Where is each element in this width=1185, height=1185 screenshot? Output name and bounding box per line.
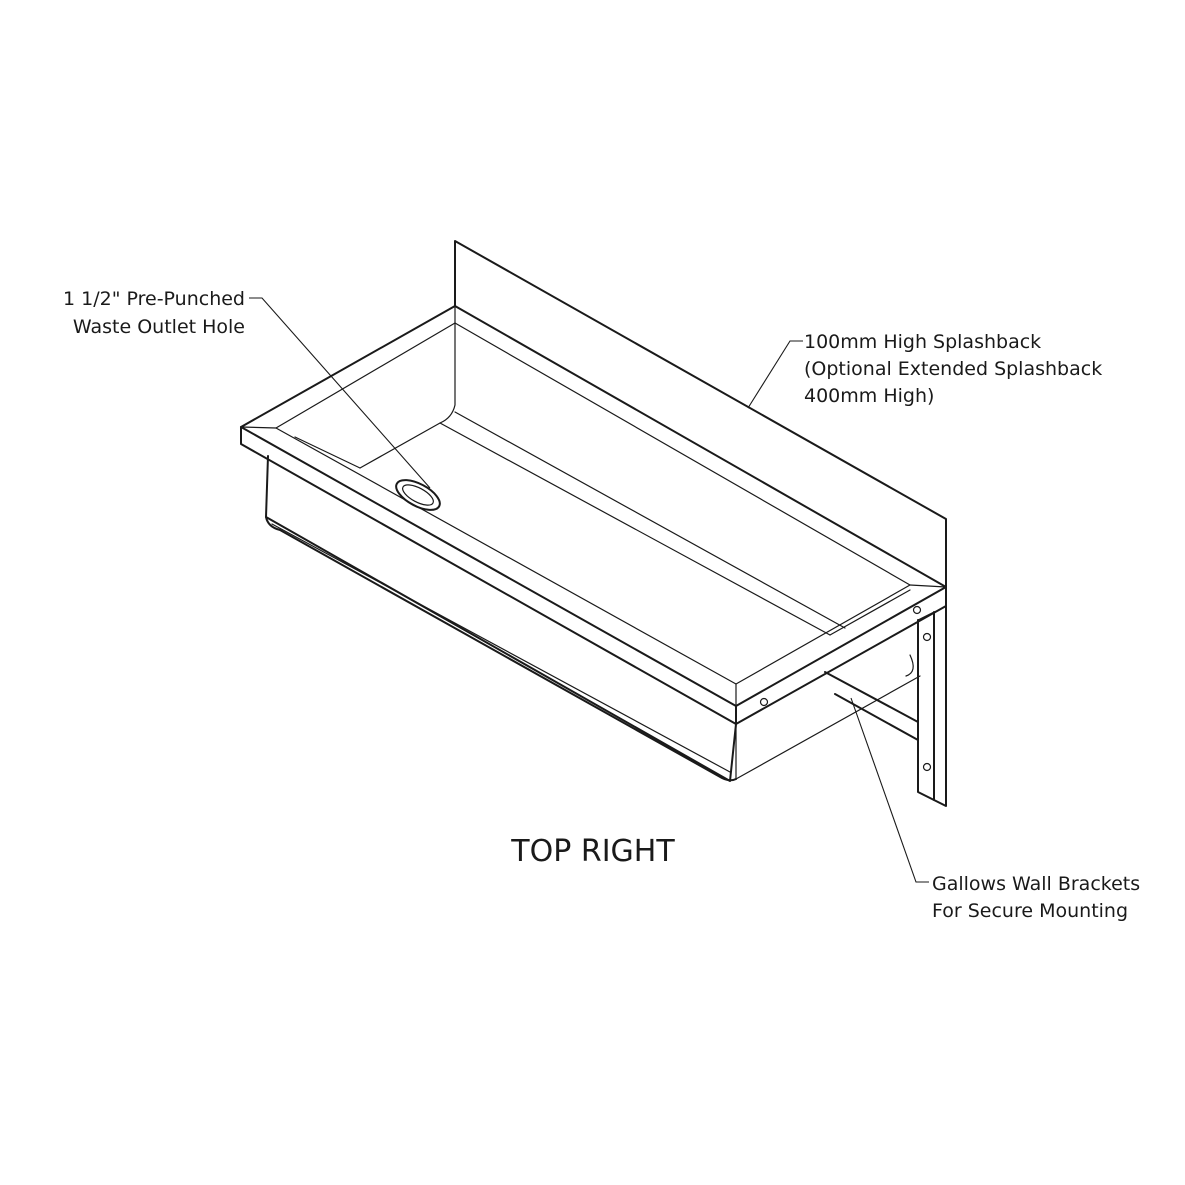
brackets-label-line1: Gallows Wall Brackets bbox=[932, 873, 1140, 895]
waste-outlet-label-line1: 1 1/2" Pre-Punched bbox=[63, 288, 245, 310]
splashback-label-line1: 100mm High Splashback bbox=[804, 331, 1041, 353]
splashback-label-line3: 400mm High) bbox=[804, 385, 934, 407]
trough-body bbox=[265, 455, 921, 782]
waste-outlet-hole bbox=[395, 479, 441, 511]
splashback-label-line2: (Optional Extended Splashback bbox=[804, 358, 1102, 380]
brackets-label-line2: For Secure Mounting bbox=[932, 900, 1128, 922]
gallows-bracket bbox=[759, 589, 947, 807]
waste-outlet-label-line2: Waste Outlet Hole bbox=[73, 316, 245, 338]
trough-interior bbox=[294, 322, 911, 636]
splashback bbox=[454, 240, 947, 588]
view-title: TOP RIGHT bbox=[510, 834, 675, 869]
leader-lines bbox=[249, 297, 929, 883]
